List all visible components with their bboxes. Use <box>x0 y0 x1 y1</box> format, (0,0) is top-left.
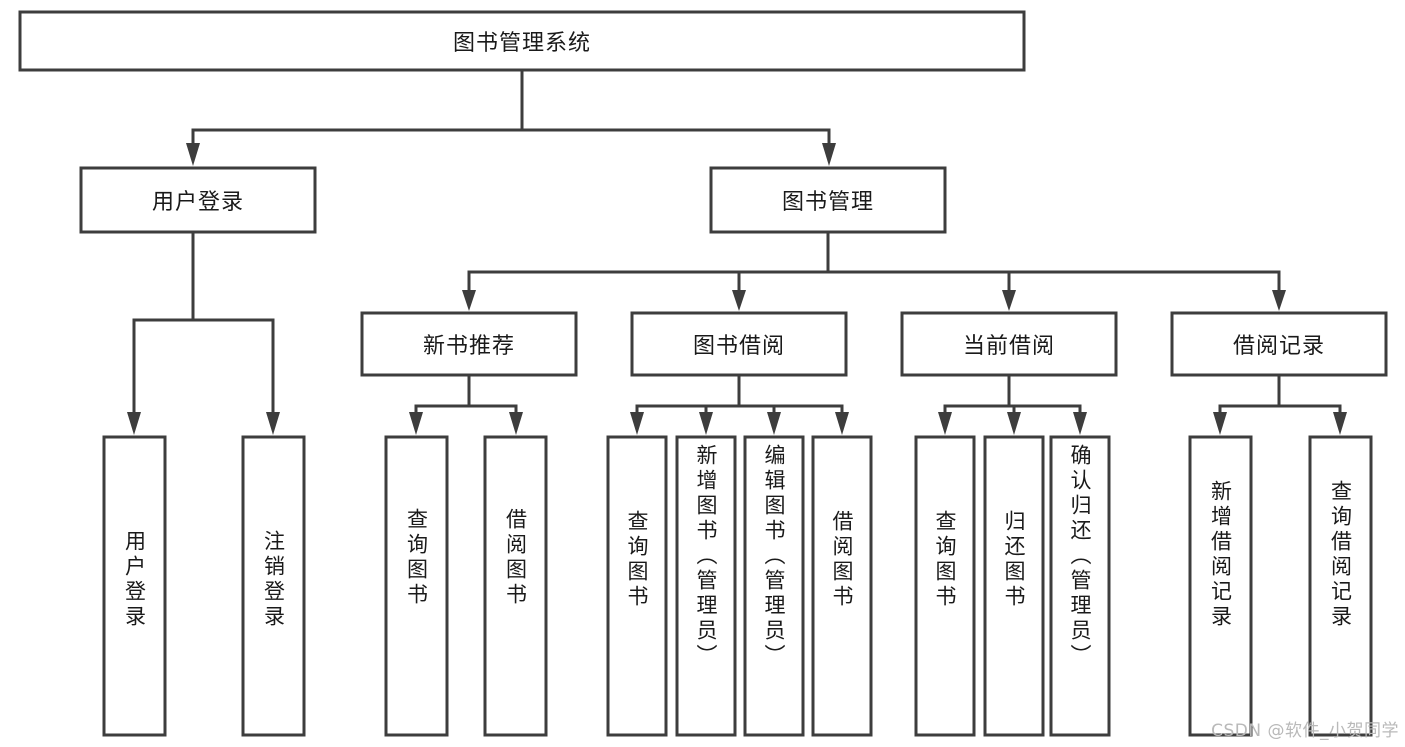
node-leaf-confirm-return[interactable] <box>1049 435 1111 737</box>
node-leaf-query-book-1[interactable] <box>384 435 449 737</box>
arrow-head-leaf-query-book-3 <box>938 412 952 435</box>
arrow-head-leaf-logout <box>266 412 280 435</box>
arrow-head-borrow-records <box>1272 290 1286 311</box>
arrow-head-user-login <box>186 143 200 166</box>
node-current-borrow[interactable] <box>900 311 1118 377</box>
arrow-head-leaf-add-book <box>699 412 713 435</box>
node-leaf-query-book-3[interactable] <box>914 435 976 737</box>
node-leaf-query-book-2[interactable] <box>606 435 668 737</box>
edge-group-user-login <box>127 230 280 435</box>
node-user-login[interactable] <box>79 166 317 234</box>
edge-group-new-book-recommend <box>409 373 523 435</box>
node-book-manage[interactable] <box>709 166 947 234</box>
arrow-head-leaf-query-book-1 <box>409 412 423 435</box>
node-root[interactable] <box>18 10 1026 72</box>
edge-group-book-borrow <box>630 373 849 435</box>
node-leaf-edit-book[interactable] <box>743 435 805 737</box>
arrow-head-leaf-edit-book <box>767 412 781 435</box>
node-leaf-return-book[interactable] <box>983 435 1045 737</box>
arrow-head-leaf-return-book <box>1007 412 1021 435</box>
arrow-head-new-book-recommend <box>462 290 476 311</box>
node-leaf-query-record[interactable] <box>1308 435 1373 737</box>
node-leaf-borrow-book-1[interactable] <box>483 435 548 737</box>
arrow-head-leaf-borrow-book-1 <box>509 412 523 435</box>
arrow-head-leaf-confirm-return <box>1073 412 1087 435</box>
arrow-head-leaf-query-record <box>1333 412 1347 435</box>
arrow-head-book-manage <box>822 143 836 166</box>
node-borrow-records[interactable] <box>1170 311 1388 377</box>
node-leaf-add-record[interactable] <box>1188 435 1253 737</box>
csdn-watermark: CSDN @软件_小贺同学 <box>1211 721 1399 741</box>
edge-group-root <box>186 68 836 166</box>
arrow-head-book-borrow <box>732 290 746 311</box>
arrow-head-current-borrow <box>1002 290 1016 311</box>
arrow-head-leaf-user-login <box>127 412 141 435</box>
node-book-borrow[interactable] <box>630 311 848 377</box>
node-leaf-add-book[interactable] <box>675 435 737 737</box>
node-leaf-borrow-book-2[interactable] <box>811 435 873 737</box>
edge-group-borrow-records <box>1213 373 1347 435</box>
arrow-head-leaf-borrow-book-2 <box>835 412 849 435</box>
arrow-head-leaf-add-record <box>1213 412 1227 435</box>
arrow-head-leaf-query-book-2 <box>630 412 644 435</box>
node-leaf-logout[interactable] <box>241 435 306 737</box>
node-leaf-user-login[interactable] <box>102 435 167 737</box>
edge-group-current-borrow <box>938 373 1087 435</box>
node-new-book-recommend[interactable] <box>360 311 578 377</box>
edge-group-book-manage <box>462 230 1286 311</box>
